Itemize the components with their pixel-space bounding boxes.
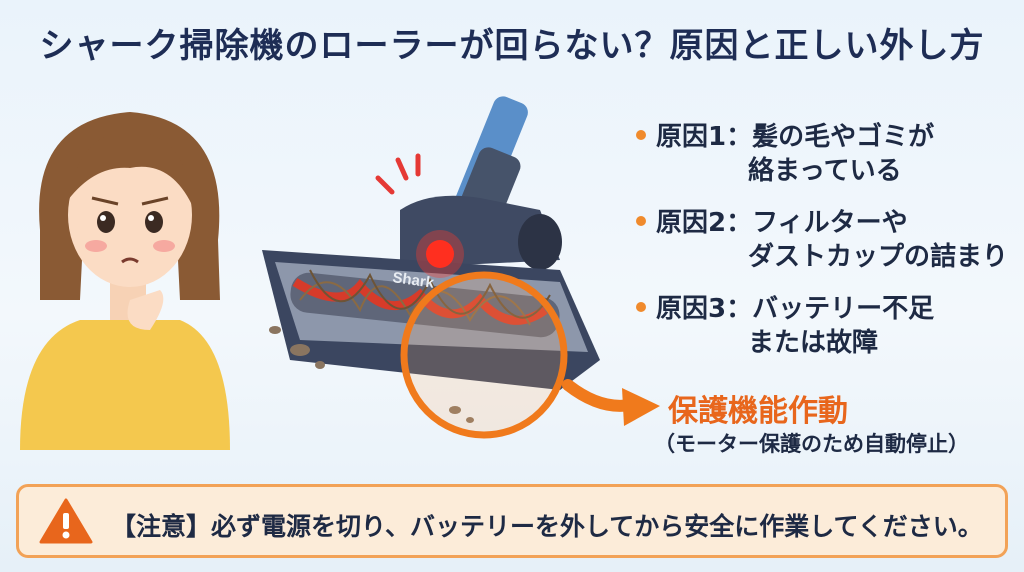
highlight-glow xyxy=(402,273,566,437)
cause-2: 原因2：フィルターや ダストカップの詰まり xyxy=(636,206,1008,274)
cause-3-line1: 原因3：バッテリー不足 xyxy=(656,294,935,324)
cause-3-line2: または故障 xyxy=(748,328,879,358)
worried-woman-illustration xyxy=(20,112,230,450)
cause-3: 原因3：バッテリー不足 または故障 xyxy=(636,292,934,360)
warning-triangle-icon xyxy=(39,498,93,544)
bullet-dot-icon xyxy=(636,301,646,312)
highlight-circle xyxy=(400,271,568,439)
protection-sub-label: （モーター保護のため自動停止） xyxy=(654,432,969,456)
arrow-right-icon xyxy=(562,379,660,426)
alert-lines-icon xyxy=(375,153,421,195)
page-title: シャーク掃除機のローラーが回らない？原因と正しい外し方 xyxy=(39,26,985,66)
cause-2-line2: ダストカップの詰まり xyxy=(748,242,1009,272)
bullet-dot-icon xyxy=(636,129,646,140)
protection-label: 保護機能作動 xyxy=(668,394,848,429)
cause-2-line1: 原因2：フィルターや xyxy=(656,208,908,238)
cause-1-line2: 絡まっている xyxy=(748,156,902,186)
vacuum-brand-label: Shark xyxy=(391,269,435,292)
cause-1-line1: 原因1：髪の毛やゴミが xyxy=(656,122,935,152)
warning-text: 【注意】必ず電源を切り、バッテリーを外してから安全に作業してください。 xyxy=(111,512,983,541)
cause-1: 原因1：髪の毛やゴミが 絡まっている xyxy=(636,120,934,188)
warning-banner: 【注意】必ず電源を切り、バッテリーを外してから安全に作業してください。 xyxy=(16,484,1008,558)
bullet-dot-icon xyxy=(636,215,646,226)
